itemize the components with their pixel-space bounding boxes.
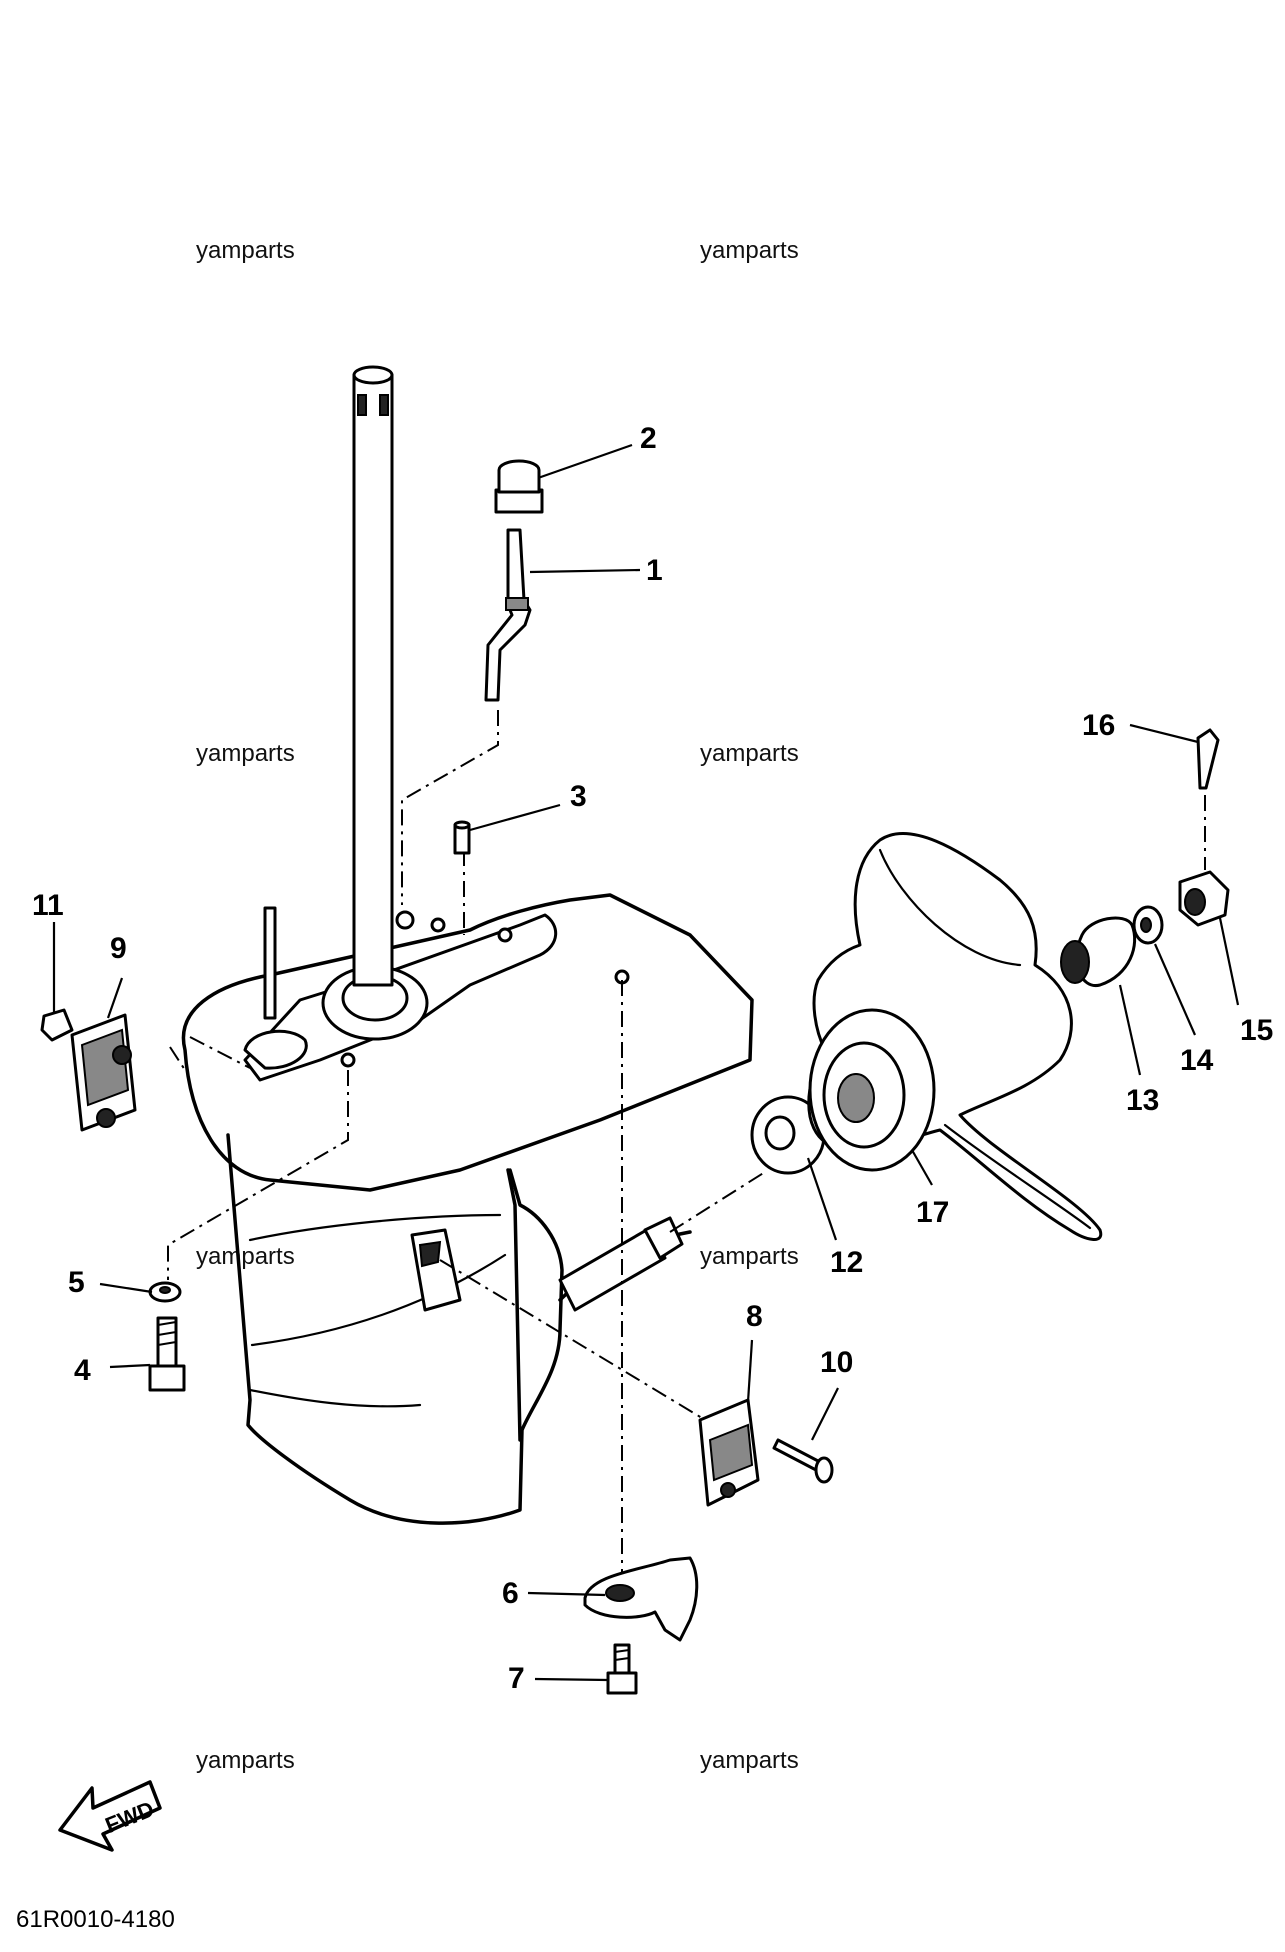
callout-6: 6 bbox=[502, 1577, 519, 1610]
watermark: yamparts bbox=[196, 1243, 295, 1270]
part-17-propeller bbox=[807, 832, 1103, 1241]
part-2-grommet bbox=[494, 459, 544, 514]
part-1-water-tube bbox=[484, 528, 532, 702]
callout-13: 13 bbox=[1126, 1084, 1159, 1117]
watermark: yamparts bbox=[196, 1747, 295, 1774]
watermark: yamparts bbox=[700, 1747, 799, 1774]
callout-10: 10 bbox=[820, 1346, 853, 1379]
part-11-nut bbox=[40, 1008, 74, 1042]
callout-1: 1 bbox=[646, 554, 663, 587]
callout-3: 3 bbox=[570, 780, 587, 813]
callout-8: 8 bbox=[746, 1300, 763, 1333]
part-13-spacer bbox=[1060, 916, 1137, 987]
fwd-arrow-icon: FWD bbox=[58, 1780, 162, 1852]
part-3-dowel-pin bbox=[453, 820, 471, 855]
lower-casing bbox=[181, 365, 754, 1525]
part-5-washer bbox=[148, 1281, 182, 1303]
part-8-anode bbox=[698, 1398, 760, 1507]
part-9-anode bbox=[70, 1013, 137, 1132]
part-6-trim-tab bbox=[583, 1556, 699, 1642]
callout-12: 12 bbox=[830, 1246, 863, 1279]
callout-9: 9 bbox=[110, 932, 127, 965]
callout-17: 17 bbox=[916, 1196, 949, 1229]
callout-4: 4 bbox=[74, 1354, 91, 1387]
callout-2: 2 bbox=[640, 422, 657, 455]
part-15-castle-nut bbox=[1178, 870, 1230, 927]
part-7-bolt bbox=[606, 1643, 638, 1695]
watermark: yamparts bbox=[196, 740, 295, 767]
callout-7: 7 bbox=[508, 1662, 525, 1695]
watermark: yamparts bbox=[700, 740, 799, 767]
callout-numbers: 1 2 3 4 5 6 7 8 9 10 11 12 13 14 15 16 1… bbox=[32, 422, 1273, 1695]
callout-14: 14 bbox=[1180, 1044, 1214, 1077]
part-14-washer bbox=[1132, 905, 1164, 945]
diagram-code: 61R0010-4180 bbox=[16, 1906, 175, 1933]
watermark: yamparts bbox=[700, 1243, 799, 1270]
fwd-label: FWD bbox=[102, 1796, 158, 1838]
watermark: yamparts bbox=[196, 237, 295, 264]
callout-15: 15 bbox=[1240, 1014, 1273, 1047]
part-10-screw bbox=[772, 1438, 834, 1484]
callout-5: 5 bbox=[68, 1266, 85, 1299]
callout-11: 11 bbox=[32, 889, 64, 922]
part-4-bolt bbox=[148, 1316, 186, 1392]
leader-lines bbox=[52, 443, 1240, 1682]
watermark: yamparts bbox=[700, 237, 799, 264]
part-16-cotter-pin bbox=[1196, 728, 1220, 790]
assembly-lines bbox=[167, 710, 1206, 1590]
callout-16: 16 bbox=[1082, 709, 1115, 742]
